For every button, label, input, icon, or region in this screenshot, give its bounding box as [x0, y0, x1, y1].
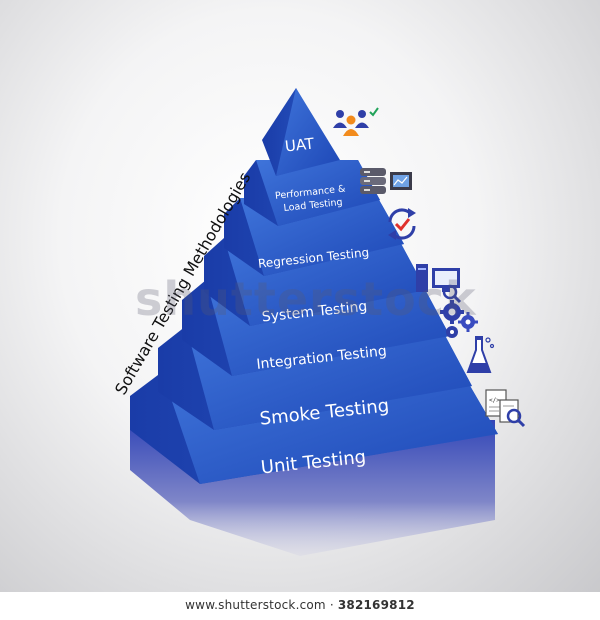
footer-separator: · [325, 598, 338, 612]
tier-label-uat: UAT [284, 134, 316, 155]
code-document-search-icon: </> [485, 389, 526, 428]
footer-image-id: 382169812 [337, 598, 415, 612]
svg-text:</>: </> [489, 397, 500, 404]
computer-search-icon [416, 264, 462, 304]
footer: www.shutterstock.com · 382169812 [0, 592, 600, 620]
refresh-check-icon [388, 208, 416, 240]
pyramid-diagram: UAT Performance & Load Testing Regressio… [111, 88, 526, 556]
flask-icon [466, 336, 495, 373]
gears-icon [440, 300, 478, 338]
servers-monitor-icon [360, 168, 412, 194]
tier-performance [244, 160, 380, 226]
users-check-icon [333, 107, 379, 136]
diagram-canvas: UAT Performance & Load Testing Regressio… [0, 0, 600, 592]
footer-site: www.shutterstock.com [185, 598, 326, 612]
tier-uat [262, 88, 340, 176]
